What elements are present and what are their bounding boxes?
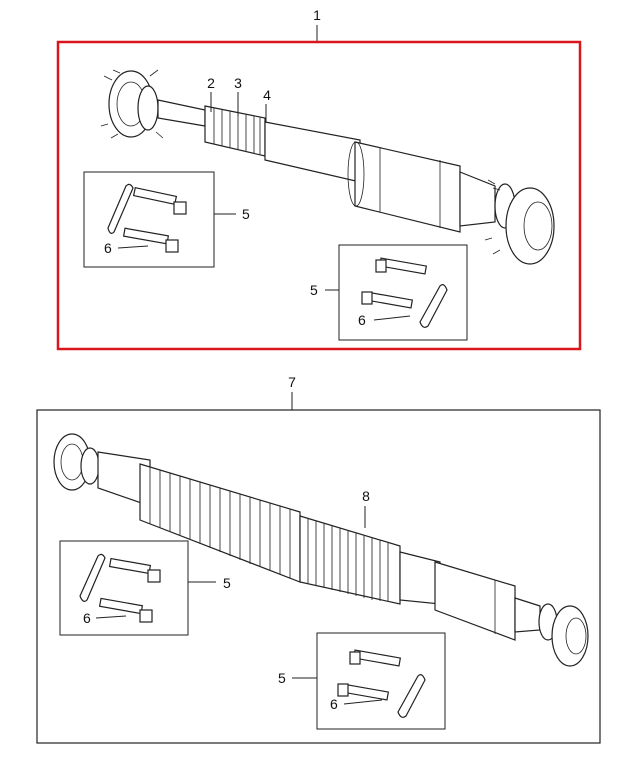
hardware-kit-top-left (83, 171, 236, 268)
callout-7: 7 (288, 374, 296, 390)
hardware-kit-bottom-right (292, 632, 446, 730)
spline-section (139, 463, 301, 583)
hardware-kit-bottom-left (59, 540, 216, 636)
callout-8: 8 (362, 488, 370, 504)
callout-5-top-right: 5 (310, 282, 318, 298)
front-driveshaft (100, 69, 555, 265)
callout-5-top-left: 5 (242, 206, 250, 222)
callout-6-bottom-right: 6 (330, 696, 338, 712)
assembly-1-frame (56, 40, 582, 351)
callout-6-top-right: 6 (358, 312, 366, 328)
hardware-kit-top-right (325, 244, 468, 341)
callout-6-bottom-left: 6 (83, 610, 91, 626)
rear-driveshaft (53, 433, 589, 667)
bellows-boot (299, 515, 401, 605)
callout-2: 2 (207, 75, 215, 91)
callout-3: 3 (234, 75, 242, 91)
assembly-7-frame (36, 409, 601, 744)
callout-5-bottom-left: 5 (223, 575, 231, 591)
callout-6-top-left: 6 (104, 240, 112, 256)
callout-1: 1 (313, 7, 321, 23)
callout-4: 4 (263, 87, 271, 103)
callout-5-bottom-right: 5 (278, 670, 286, 686)
assembly-7: 7 (36, 374, 601, 744)
cv-boot (204, 105, 266, 157)
assembly-1: 1 (56, 7, 582, 351)
